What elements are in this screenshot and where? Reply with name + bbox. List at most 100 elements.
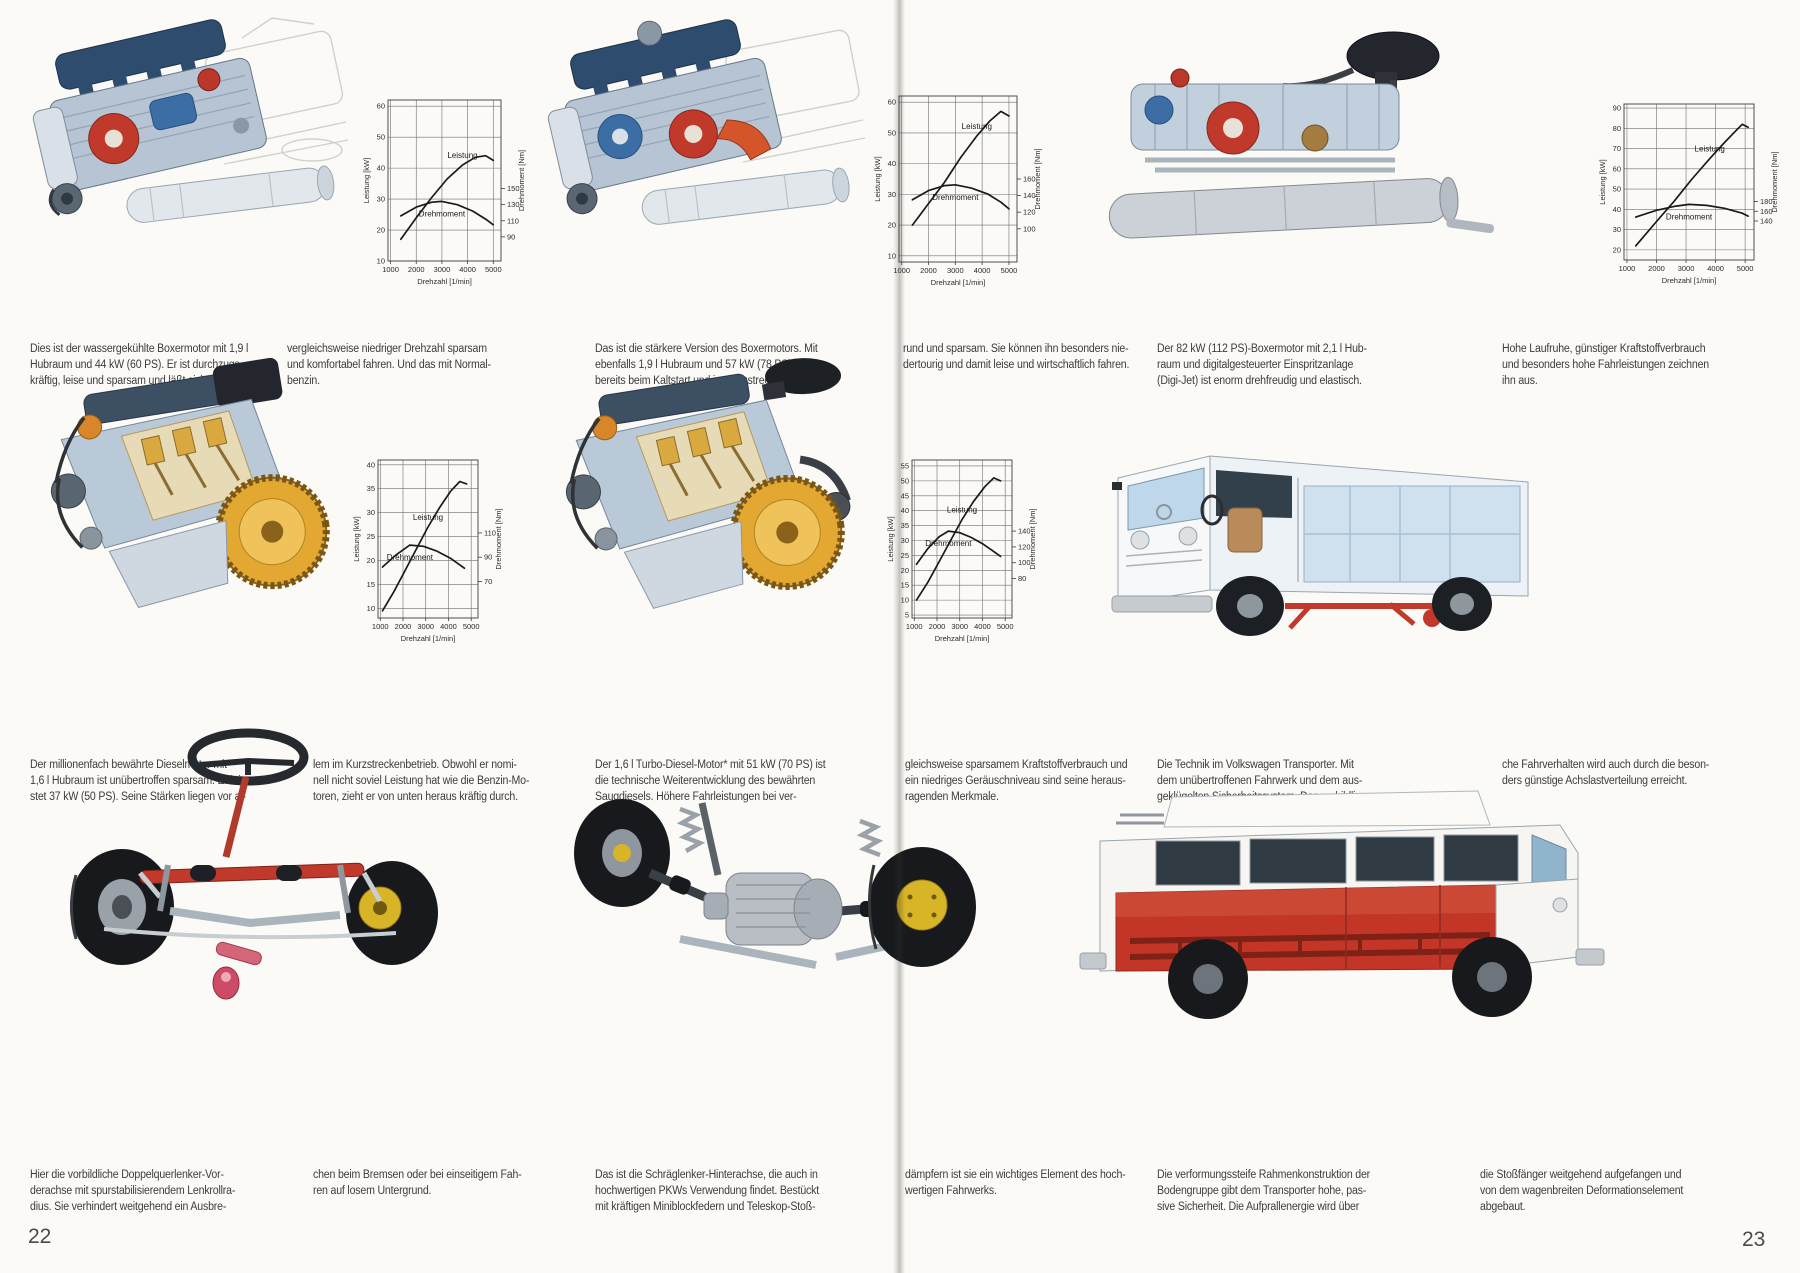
van-cutaway-front-view [1111, 455, 1529, 636]
svg-text:Leistung [kW]: Leistung [kW] [1598, 159, 1607, 204]
svg-text:70: 70 [484, 577, 492, 586]
svg-text:Leistung: Leistung [947, 506, 977, 515]
svg-text:Drehzahl [1/min]: Drehzahl [1/min] [931, 278, 986, 287]
svg-text:100: 100 [1023, 224, 1036, 233]
svg-text:5000: 5000 [463, 622, 480, 631]
pop-top-roof [1163, 790, 1491, 828]
svg-text:30: 30 [901, 536, 909, 545]
power-torque-chart-51kw: 5101520253035404550558010012014010002000… [886, 452, 1038, 644]
caption-technik-b: che Fahrverhalten wird auch durch die be… [1502, 759, 1710, 787]
svg-text:2000: 2000 [929, 622, 946, 631]
svg-text:120: 120 [1018, 542, 1031, 551]
svg-text:4000: 4000 [974, 622, 991, 631]
shock-absorber [698, 802, 722, 876]
svg-text:130: 130 [507, 200, 520, 209]
svg-text:15: 15 [367, 580, 375, 589]
page-number-left: 22 [28, 1225, 52, 1248]
svg-text:5000: 5000 [1737, 264, 1754, 273]
engine-cutaway-boxer-1-9l-57kw [547, 19, 866, 225]
svg-text:Leistung: Leistung [447, 151, 477, 160]
caption-boxer-82kw-b: Hohe Laufruhe, günstiger Kraftstoffverbr… [1502, 343, 1709, 387]
control-arms [169, 907, 341, 928]
svg-text:Drehmoment [Nm]: Drehmoment [Nm] [1028, 508, 1037, 569]
engine-body [547, 19, 850, 225]
engine-cutaway-diesel-1-6l-37kw [50, 357, 330, 609]
svg-text:3000: 3000 [417, 622, 434, 631]
caption-diesel-b: lem im Kurzstreckenbetrieb. Obwohl er no… [313, 759, 530, 803]
caption-boxer-82kw-a: Der 82 kW (112 PS)-Boxermotor mit 2,1 l … [1157, 343, 1367, 387]
svg-text:1000: 1000 [372, 622, 389, 631]
caption-diesel-a: Der millionenfach bewährte Dieselmotor m… [30, 759, 246, 803]
caption-boxer-44kw-b: vergleichsweise niedriger Drehzahl spars… [287, 343, 491, 387]
svg-text:35: 35 [901, 521, 909, 530]
svg-text:10: 10 [901, 596, 909, 605]
svg-text:140: 140 [1023, 191, 1036, 200]
svg-text:4000: 4000 [1707, 264, 1724, 273]
svg-text:3000: 3000 [434, 265, 451, 274]
svg-text:80: 80 [1018, 574, 1026, 583]
svg-text:25: 25 [367, 532, 375, 541]
svg-text:2000: 2000 [920, 266, 937, 275]
svg-text:25: 25 [901, 551, 909, 560]
coil-spring [676, 806, 706, 853]
svg-text:2000: 2000 [395, 622, 412, 631]
svg-text:160: 160 [1023, 175, 1036, 184]
svg-text:Drehmoment [Nm]: Drehmoment [Nm] [1033, 148, 1042, 209]
svg-text:50: 50 [1613, 185, 1621, 194]
caption-frame-b: die Stoßfänger weitgehend aufgefangen un… [1480, 1169, 1684, 1213]
svg-text:140: 140 [1760, 217, 1773, 226]
svg-text:Drehzahl [1/min]: Drehzahl [1/min] [935, 634, 990, 643]
svg-text:60: 60 [888, 98, 896, 107]
svg-text:70: 70 [1613, 144, 1621, 153]
svg-text:Leistung [kW]: Leistung [kW] [352, 516, 361, 561]
svg-text:Drehmoment [Nm]: Drehmoment [Nm] [494, 508, 503, 569]
svg-text:Leistung: Leistung [962, 122, 992, 131]
svg-text:4000: 4000 [440, 622, 457, 631]
svg-text:55: 55 [901, 461, 909, 470]
engine-cutaway-turbodiesel-1-6l-51kw [565, 358, 851, 609]
engine-cutaway-boxer-2-1l-82kw [1108, 31, 1495, 239]
front-axle-assembly [70, 728, 438, 1000]
intake-box [212, 357, 283, 408]
svg-text:30: 30 [888, 190, 896, 199]
caption-turbodiesel-b: gleichsweise sparsamem Kraftstoffverbrau… [905, 759, 1128, 803]
svg-text:1000: 1000 [893, 266, 910, 275]
driver-seat [1227, 507, 1263, 553]
svg-text:Drehzahl [1/min]: Drehzahl [1/min] [1662, 276, 1717, 285]
caption-turbodiesel-a: Der 1,6 l Turbo-Diesel-Motor* mit 51 kW … [595, 759, 826, 803]
engine-cutaway-boxer-1-9l-44kw [32, 17, 349, 223]
caption-front-axle-a: Hier die vorbildliche Doppelquerlenker-V… [30, 1169, 236, 1213]
engine-block [1130, 83, 1400, 151]
svg-text:20: 20 [901, 566, 909, 575]
svg-text:Leistung: Leistung [413, 513, 443, 522]
svg-text:Drehmoment: Drehmoment [419, 209, 466, 218]
svg-text:50: 50 [901, 476, 909, 485]
muffler [126, 165, 335, 223]
svg-text:3000: 3000 [947, 266, 964, 275]
caption-front-axle-b: chen beim Bremsen oder bei einseitigem F… [313, 1169, 522, 1197]
svg-text:90: 90 [1613, 104, 1621, 113]
engine-body [565, 358, 851, 609]
svg-text:5000: 5000 [485, 265, 502, 274]
svg-text:1000: 1000 [382, 265, 399, 274]
steering-rack [139, 862, 365, 885]
svg-text:120: 120 [1023, 208, 1036, 217]
power-torque-chart-57kw: 1020304050601001201401601000200030004000… [873, 88, 1043, 288]
svg-text:5000: 5000 [997, 622, 1014, 631]
svg-text:3000: 3000 [951, 622, 968, 631]
svg-text:2000: 2000 [1648, 264, 1665, 273]
caption-rear-axle-a: Das ist die Schräglenker-Hinterachse, di… [595, 1169, 820, 1213]
svg-text:1000: 1000 [906, 622, 923, 631]
svg-text:60: 60 [1613, 164, 1621, 173]
muffler [1108, 176, 1459, 239]
svg-text:150: 150 [507, 184, 520, 193]
svg-text:20: 20 [377, 226, 385, 235]
svg-text:40: 40 [377, 164, 385, 173]
svg-text:Leistung [kW]: Leistung [kW] [873, 156, 882, 201]
van-cutaway-side-view [1079, 790, 1605, 1019]
svg-text:3000: 3000 [1678, 264, 1695, 273]
svg-text:Drehzahl [1/min]: Drehzahl [1/min] [417, 277, 472, 286]
